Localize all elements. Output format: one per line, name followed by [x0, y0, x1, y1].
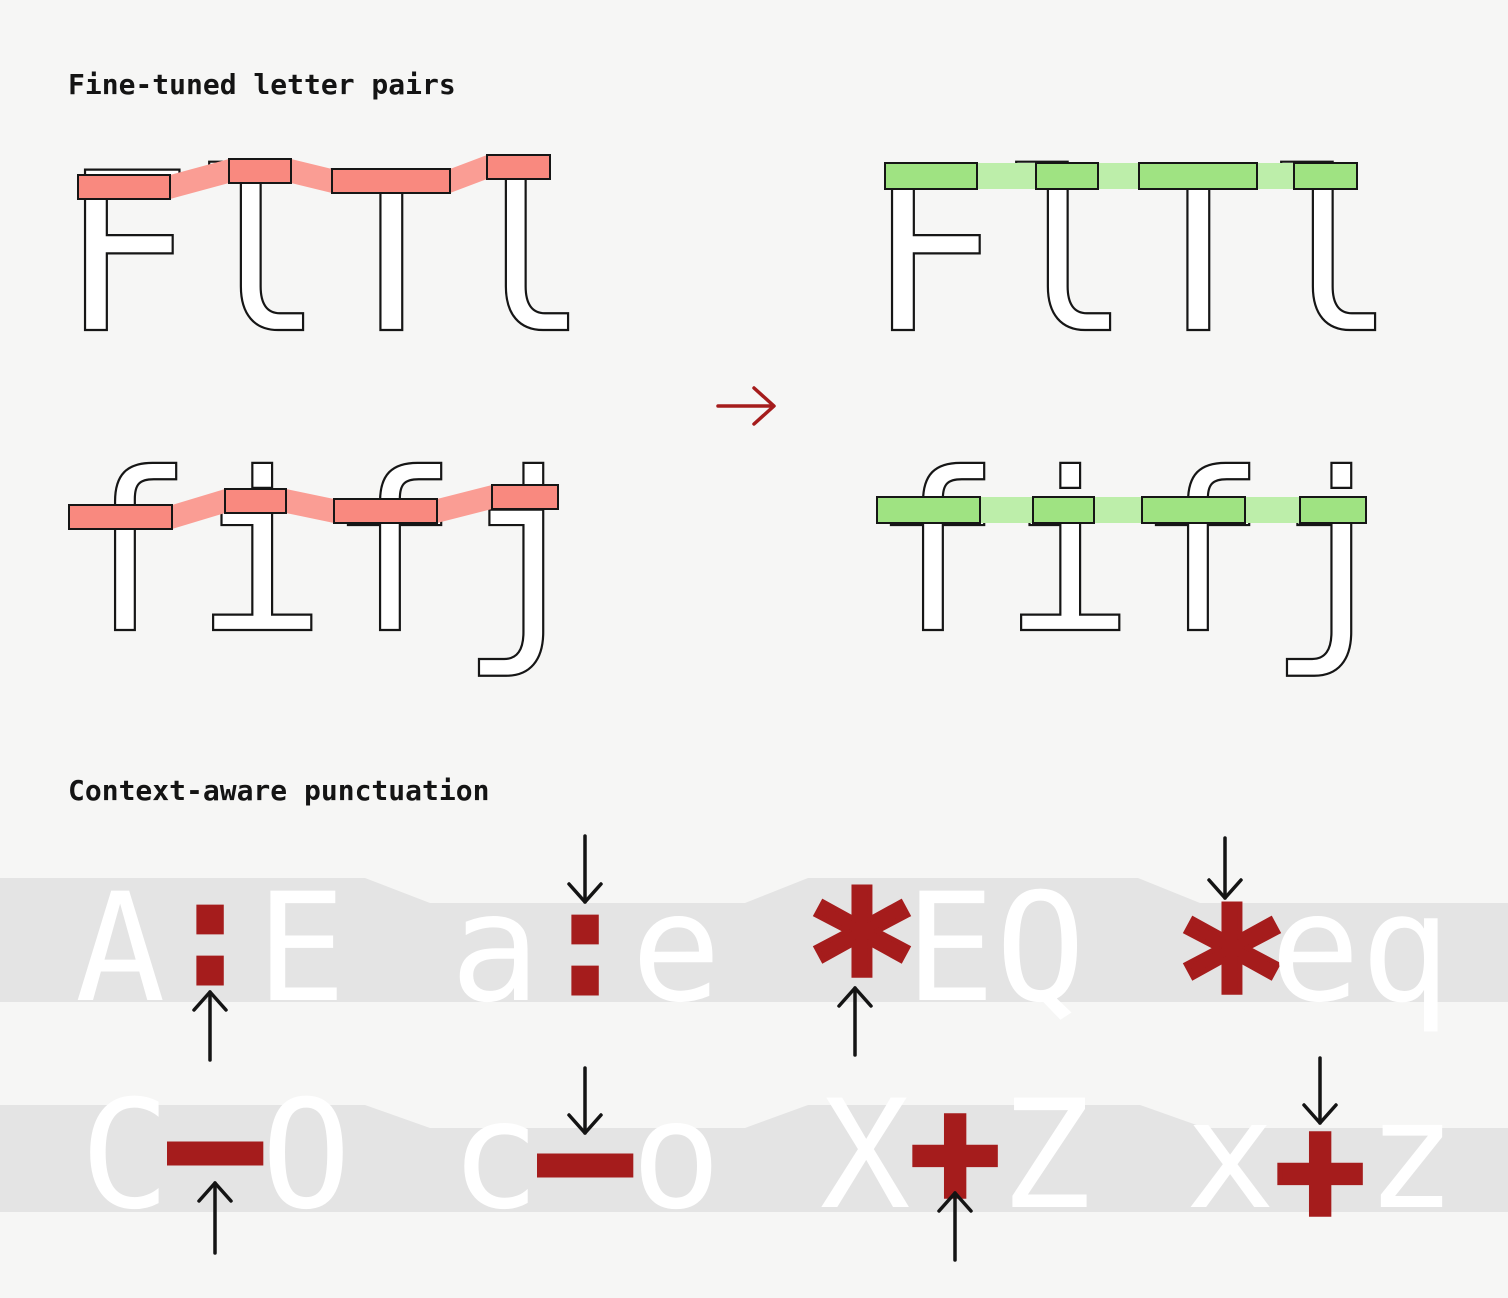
section2-title: Context-aware punctuation	[68, 774, 490, 807]
context-letter: z	[1366, 1069, 1456, 1243]
highlight-bar-aligned	[1035, 162, 1099, 190]
context-letter: E	[256, 862, 346, 1036]
section1-title: Fine-tuned letter pairs	[68, 68, 456, 101]
up-arrow-icon	[837, 986, 873, 1057]
letter: i	[1002, 426, 1134, 682]
highlight-bar-misaligned	[224, 488, 287, 514]
context-letter: C	[80, 1069, 170, 1243]
highlight-bar-misaligned	[77, 174, 171, 200]
letter-pair-caps-before: F l T l	[59, 125, 591, 383]
context-letter: a	[450, 862, 540, 1036]
transform-arrow-icon	[716, 386, 776, 426]
highlight-bar-aligned	[1293, 162, 1358, 190]
context-letters: eq	[1270, 862, 1451, 1036]
highlight-bar-aligned	[876, 496, 981, 524]
punctuation-mark-plus: +	[1275, 1083, 1365, 1257]
context-letter: o	[631, 1069, 721, 1243]
letter: j	[1267, 426, 1399, 682]
letter-pair-lower-before: f i f j	[61, 425, 593, 683]
highlight-bar-misaligned	[228, 158, 292, 184]
highlight-connector	[172, 489, 225, 529]
context-letter: X	[820, 1069, 910, 1243]
highlight-connector	[437, 485, 492, 523]
letter-pair-lower-after: f i f j	[869, 425, 1401, 683]
context-letter: c	[450, 1069, 540, 1243]
highlight-connector	[291, 159, 332, 193]
down-arrow-icon	[1302, 1056, 1338, 1125]
up-arrow-icon	[937, 1191, 973, 1262]
highlight-bar-aligned	[1141, 496, 1246, 524]
arrow-head	[752, 386, 776, 426]
context-letter: e	[631, 862, 721, 1036]
context-letter: O	[261, 1069, 351, 1243]
highlight-bar-aligned	[884, 162, 978, 190]
alignment-band-row1	[0, 878, 1508, 1002]
highlight-connector	[286, 489, 334, 523]
letter-pair-caps-after: F l T l	[866, 125, 1398, 383]
down-arrow-icon	[567, 834, 603, 904]
down-arrow-icon	[567, 1066, 603, 1135]
highlight-connector	[170, 159, 229, 199]
highlight-bar-misaligned	[491, 484, 559, 510]
highlight-bar-misaligned	[331, 168, 451, 194]
letter: f	[1135, 426, 1267, 682]
letter: f	[62, 426, 194, 682]
highlight-bar-misaligned	[486, 154, 551, 180]
down-arrow-icon	[1207, 836, 1243, 900]
highlight-bar-misaligned	[68, 504, 173, 530]
letter: f	[870, 426, 1002, 682]
context-letter: A	[75, 862, 165, 1036]
context-letter: Z	[1001, 1069, 1091, 1243]
highlight-bar-aligned	[1138, 162, 1258, 190]
up-arrow-icon	[192, 990, 228, 1062]
highlight-bar-aligned	[1299, 496, 1367, 524]
punctuation-mark-asterisk: *	[805, 852, 919, 1073]
highlight-connector	[450, 155, 487, 193]
punctuation-mark-asterisk: *	[1175, 869, 1289, 1090]
letter: f	[327, 426, 459, 682]
alignment-band-row2	[0, 1105, 1508, 1212]
letter: T	[325, 126, 457, 382]
context-letter: x	[1185, 1069, 1275, 1243]
up-arrow-icon	[197, 1181, 233, 1255]
letter: j	[459, 426, 591, 682]
letter: i	[194, 426, 326, 682]
punctuation-mark-plus: +	[910, 1065, 1000, 1239]
context-letters: EQ	[905, 862, 1086, 1036]
highlight-bar-misaligned	[333, 498, 438, 524]
highlight-bar-aligned	[1032, 496, 1095, 524]
punctuation-examples: A : E a : e * EQ * eq C – O	[0, 834, 1508, 1262]
letter: F	[60, 126, 192, 382]
